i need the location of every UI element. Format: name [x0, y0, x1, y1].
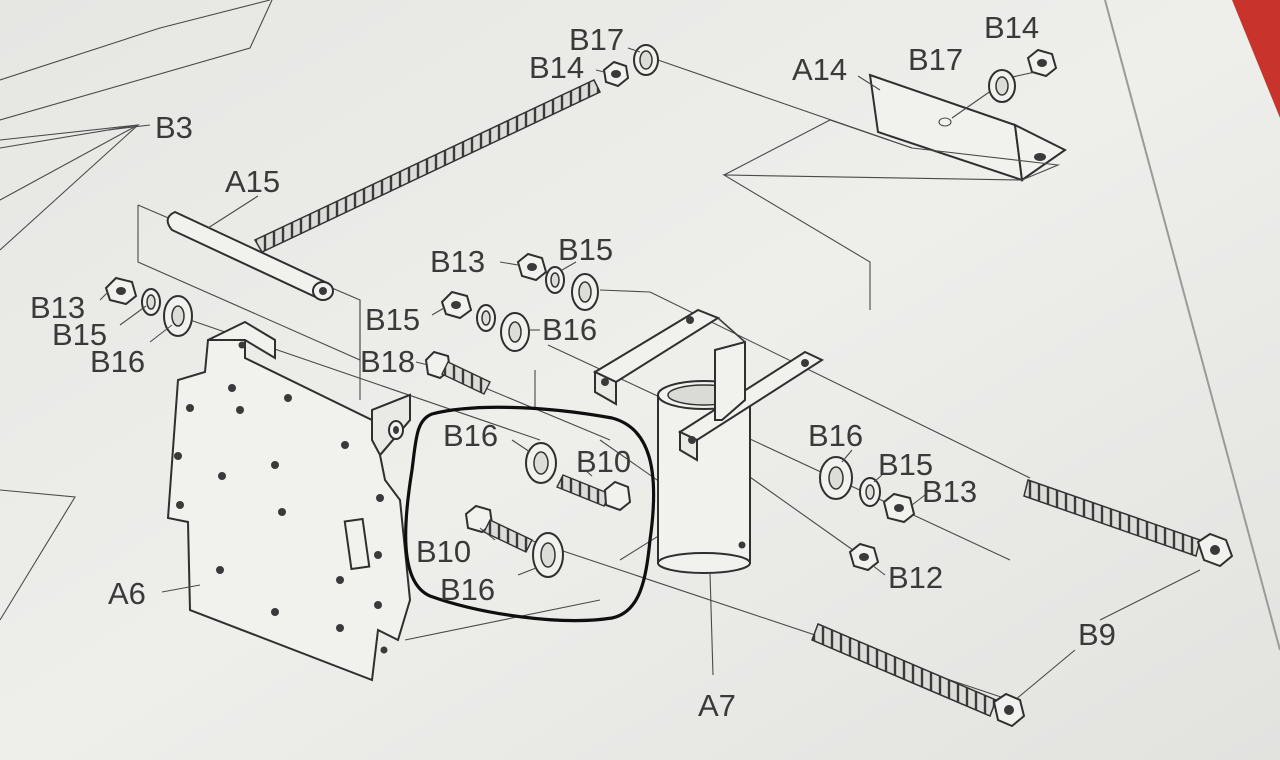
- hardware-right-stack: [819, 456, 916, 572]
- a7-pole-bracket: [592, 308, 825, 574]
- callout-a7: A7: [698, 688, 736, 723]
- callout-b15-upper: B15: [558, 232, 613, 267]
- b9-long-bolts: [811, 479, 1234, 728]
- callout-b10-circled-right: B10: [576, 444, 631, 479]
- callout-b15-mid: B15: [365, 302, 420, 337]
- a15-tube: [166, 210, 334, 302]
- callout-b14-top: B14: [529, 50, 584, 85]
- top-left-outline: [0, 0, 273, 621]
- callout-b16-circled-top: B16: [443, 418, 498, 453]
- hardware-top: [602, 44, 1058, 103]
- callout-b17-right: B17: [908, 42, 963, 77]
- callout-b18: B18: [360, 344, 415, 379]
- callout-b3: B3: [155, 110, 193, 145]
- callout-b16-left: B16: [90, 344, 145, 379]
- callout-a15: A15: [225, 164, 280, 199]
- page-edge-line: [1104, 0, 1280, 651]
- b18-bolt: [424, 350, 491, 395]
- callout-b17-top: B17: [569, 22, 624, 57]
- callout-labels: B17 B14 A14 B17 B14 B3 A15 B13 B15 B15 B…: [30, 10, 1116, 723]
- a14-bracket: [868, 73, 1067, 182]
- red-corner: [1232, 0, 1280, 118]
- callout-b16-circled-bottom: B16: [440, 572, 495, 607]
- callout-b14-right: B14: [984, 10, 1039, 45]
- hardware-upper-stack: [440, 252, 599, 352]
- marker-highlight-loop: [404, 405, 656, 623]
- callout-b15-right: B15: [878, 447, 933, 482]
- callout-b13-right: B13: [922, 474, 977, 509]
- callout-a6: A6: [108, 576, 146, 611]
- callout-b16-mid: B16: [542, 312, 597, 347]
- callout-b12: B12: [888, 560, 943, 595]
- callout-b15-left: B15: [52, 317, 107, 352]
- a6-mounting-plate: [166, 320, 412, 682]
- callout-b13-left: B13: [30, 290, 85, 325]
- callout-b10-circled-left: B10: [416, 534, 471, 569]
- threaded-rod-top: [253, 79, 602, 253]
- circled-hardware: [464, 442, 632, 578]
- callout-a14: A14: [792, 52, 847, 87]
- callout-b13-upper: B13: [430, 244, 485, 279]
- callout-leaders: [99, 47, 926, 676]
- callout-b16-right: B16: [808, 418, 863, 453]
- callout-b9: B9: [1078, 617, 1116, 652]
